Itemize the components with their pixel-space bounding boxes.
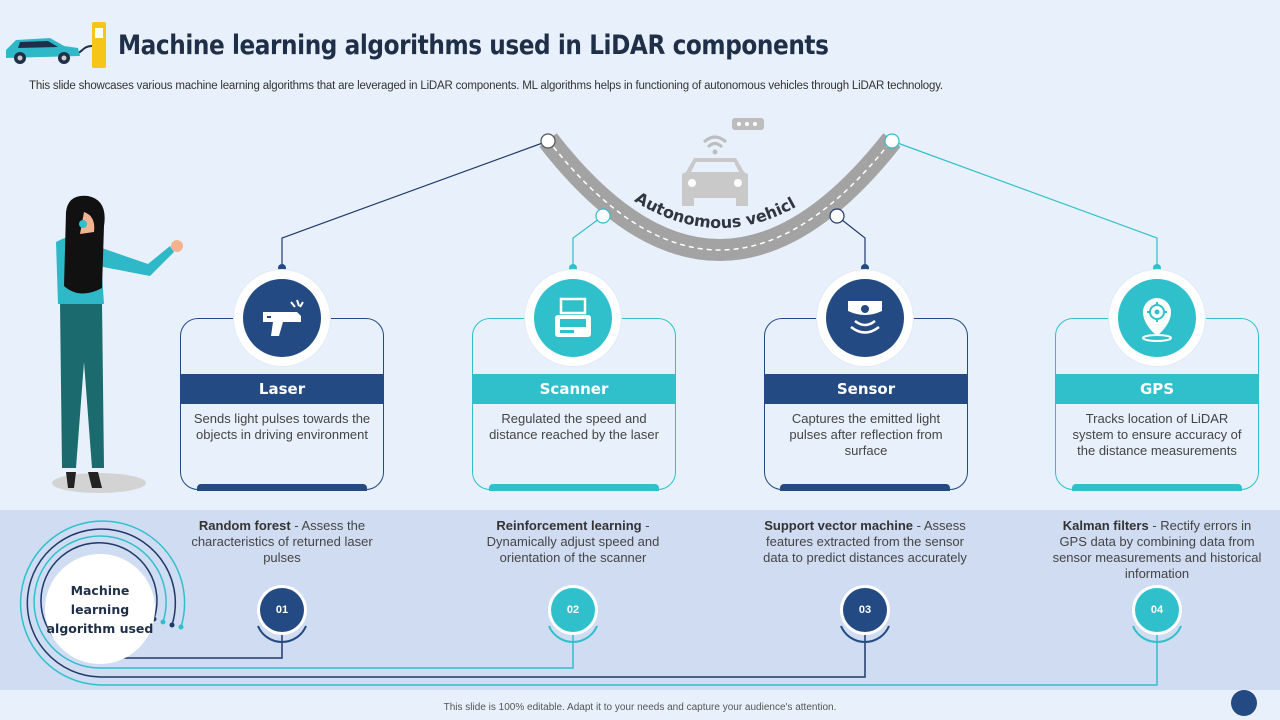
scanner-icon [555, 297, 591, 337]
page-subtitle: This slide showcases various machine lea… [29, 80, 943, 92]
step-badge-02: 02 [551, 588, 595, 632]
component-description: Captures the emitted light pulses after … [789, 411, 943, 458]
presenter-figure [52, 195, 183, 493]
algorithms-band [0, 510, 1280, 690]
step-badge-04: 04 [1135, 588, 1179, 632]
gps-pin-icon [1142, 298, 1172, 342]
step-badge-03: 03 [843, 588, 887, 632]
algorithm-kalman-filters: Kalman filters - Rectify errors in GPS d… [1052, 518, 1262, 581]
algorithm-random-forest: Random forest - Assess the characteristi… [191, 518, 373, 565]
page-title: Machine learning algorithms used in LiDA… [118, 30, 829, 61]
autonomous-vehicle-label: Autonomous vehicle [625, 190, 799, 232]
autonomous-car-icon [682, 118, 764, 206]
algorithm-support-vector-machine: Support vector machine - Assess features… [763, 518, 967, 565]
sensor-icon [848, 301, 882, 334]
component-title: GPS [1055, 374, 1259, 404]
component-description: Tracks location of LiDAR system to ensur… [1072, 411, 1242, 458]
page-indicator [1231, 690, 1257, 716]
ml-algorithm-hub: Machine learning algorithm used [45, 554, 155, 664]
footer-note: This slide is 100% editable. Adapt it to… [443, 702, 837, 713]
laser-gun-icon [263, 299, 304, 336]
component-title: Sensor [764, 374, 968, 404]
step-badge-01: 01 [260, 588, 304, 632]
component-title: Scanner [472, 374, 676, 404]
component-title: Laser [180, 374, 384, 404]
component-description: Regulated the speed and distance reached… [489, 411, 659, 442]
algorithm-reinforcement-learning: Reinforcement learning - Dynamically adj… [486, 518, 660, 565]
car-charging-icon [6, 22, 106, 68]
component-description: Sends light pulses towards the objects i… [193, 411, 371, 442]
